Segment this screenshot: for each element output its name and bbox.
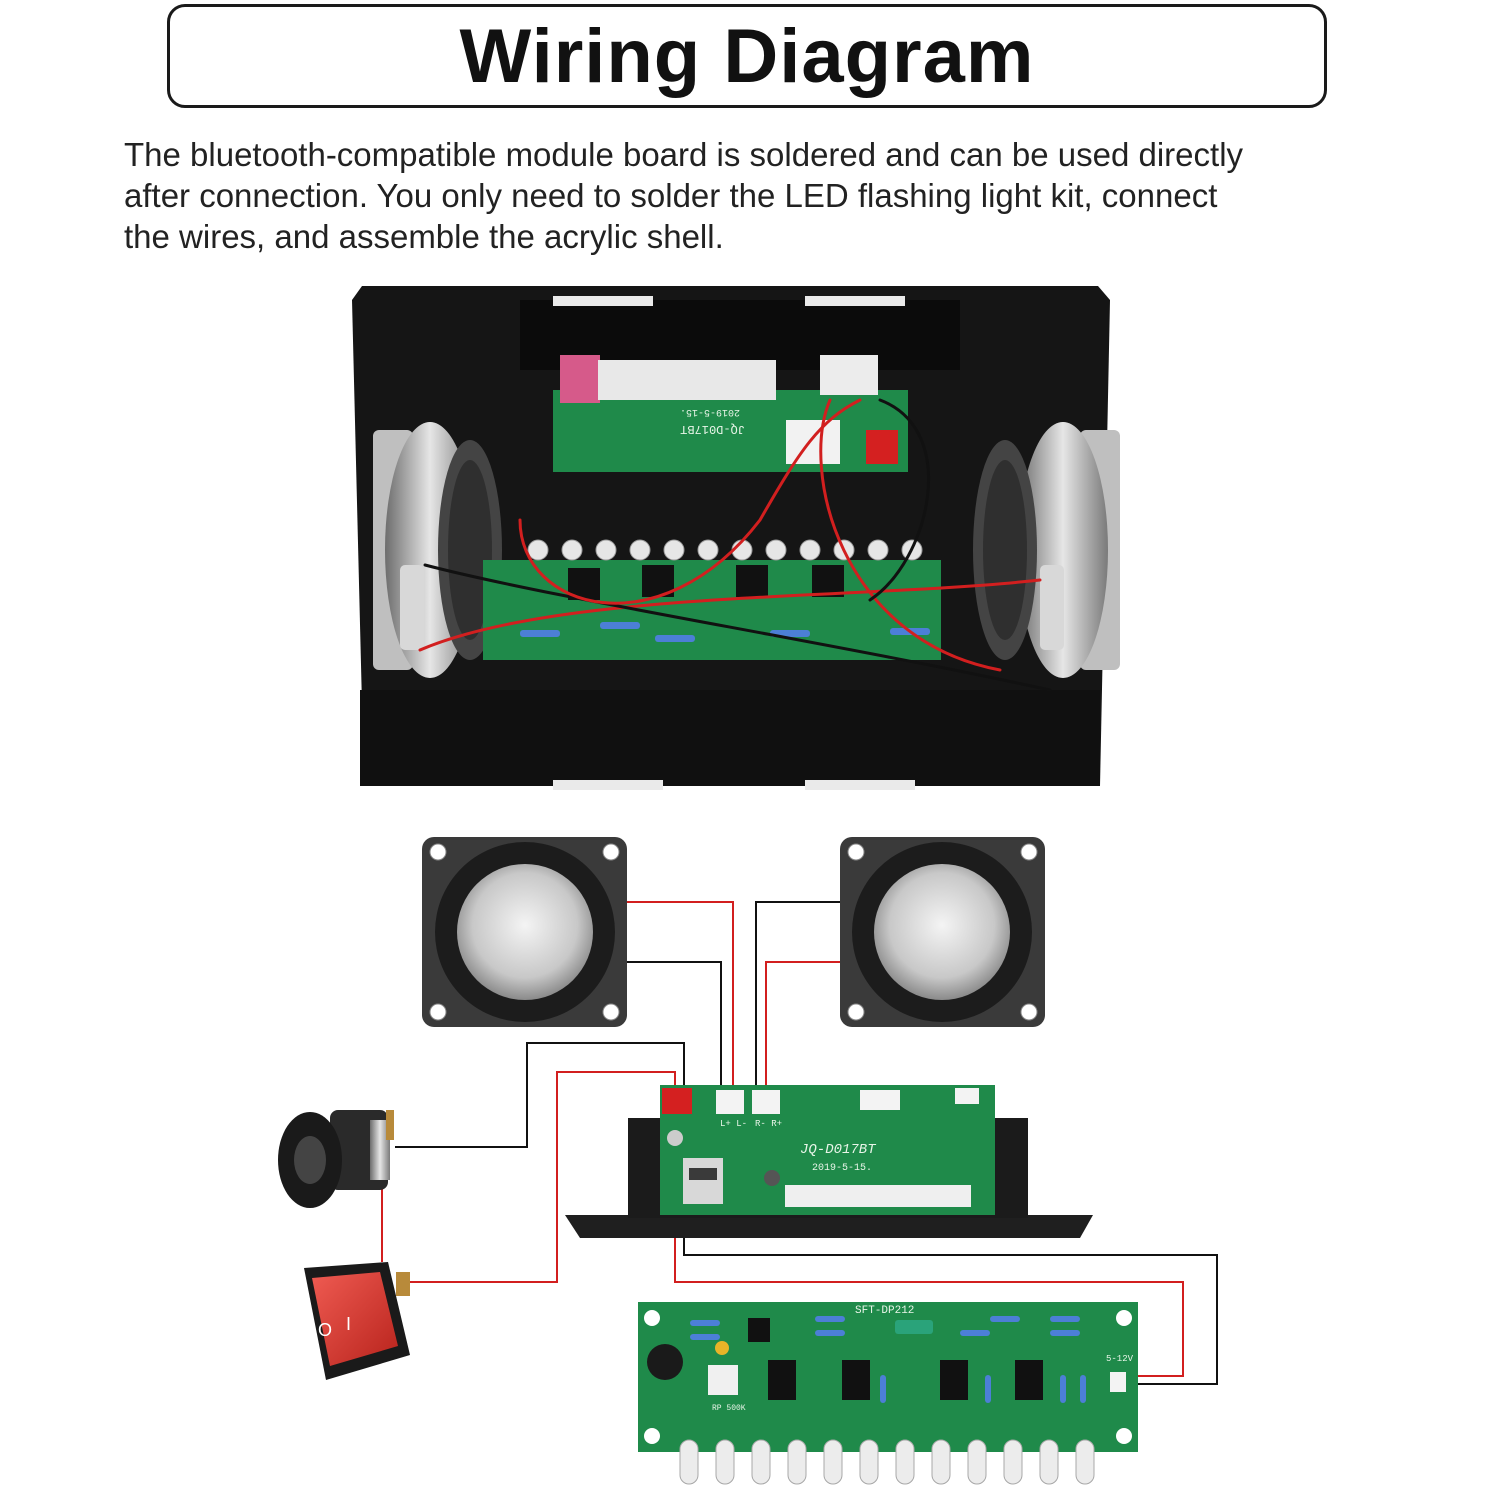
power-connector (662, 1088, 692, 1114)
led-board-model: SFT-DP212 (855, 1305, 914, 1317)
description: The bluetooth-compatible module board is… (124, 134, 1394, 257)
bluetooth-module: L+ L- R- R+ JQ-D017BT 2019-5-15. (565, 1085, 1093, 1238)
description-line-2: after connection. You only need to solde… (124, 177, 1218, 214)
photo-board-model: JQ-D017BT (680, 422, 745, 436)
svg-text:I: I (346, 1314, 351, 1334)
dc-power-jack (278, 1110, 394, 1208)
title-banner: Wiring Diagram (167, 4, 1327, 108)
display-window (785, 1185, 971, 1207)
bt-module-date: 2019-5-15. (812, 1163, 872, 1174)
assembled-speaker-photo: JQ-D017BT 2019-5-15. (352, 286, 1120, 790)
description-line-3: the wires, and assemble the acrylic shel… (124, 218, 724, 255)
photo-led-board (483, 539, 941, 660)
description-line-1: The bluetooth-compatible module board is… (124, 136, 1244, 173)
right-speaker-port (752, 1090, 780, 1114)
power-switch: O I (304, 1262, 410, 1380)
photo-bt-board: JQ-D017BT 2019-5-15. (553, 355, 908, 472)
usb-port (683, 1158, 723, 1204)
bt-module-model: JQ-D017BT (800, 1142, 876, 1158)
right-port-label: R- R+ (755, 1119, 782, 1129)
left-speaker (422, 837, 627, 1027)
page-title: Wiring Diagram (459, 13, 1035, 99)
left-speaker-photo (373, 422, 502, 678)
led-board-power: 5-12V (1106, 1354, 1134, 1364)
led-board-pot: RP 500K (712, 1404, 746, 1413)
right-speaker (840, 837, 1045, 1027)
photo-board-date: 2019-5-15. (680, 406, 740, 417)
led-spectrum-board: SFT-DP212 5-12V RP 500K (638, 1302, 1138, 1485)
left-port-label: L+ L- (720, 1119, 747, 1129)
left-speaker-port (716, 1090, 744, 1114)
led-row (679, 1439, 1095, 1485)
svg-text:O: O (318, 1320, 332, 1340)
microphone (647, 1344, 683, 1380)
right-speaker-photo (973, 422, 1120, 678)
